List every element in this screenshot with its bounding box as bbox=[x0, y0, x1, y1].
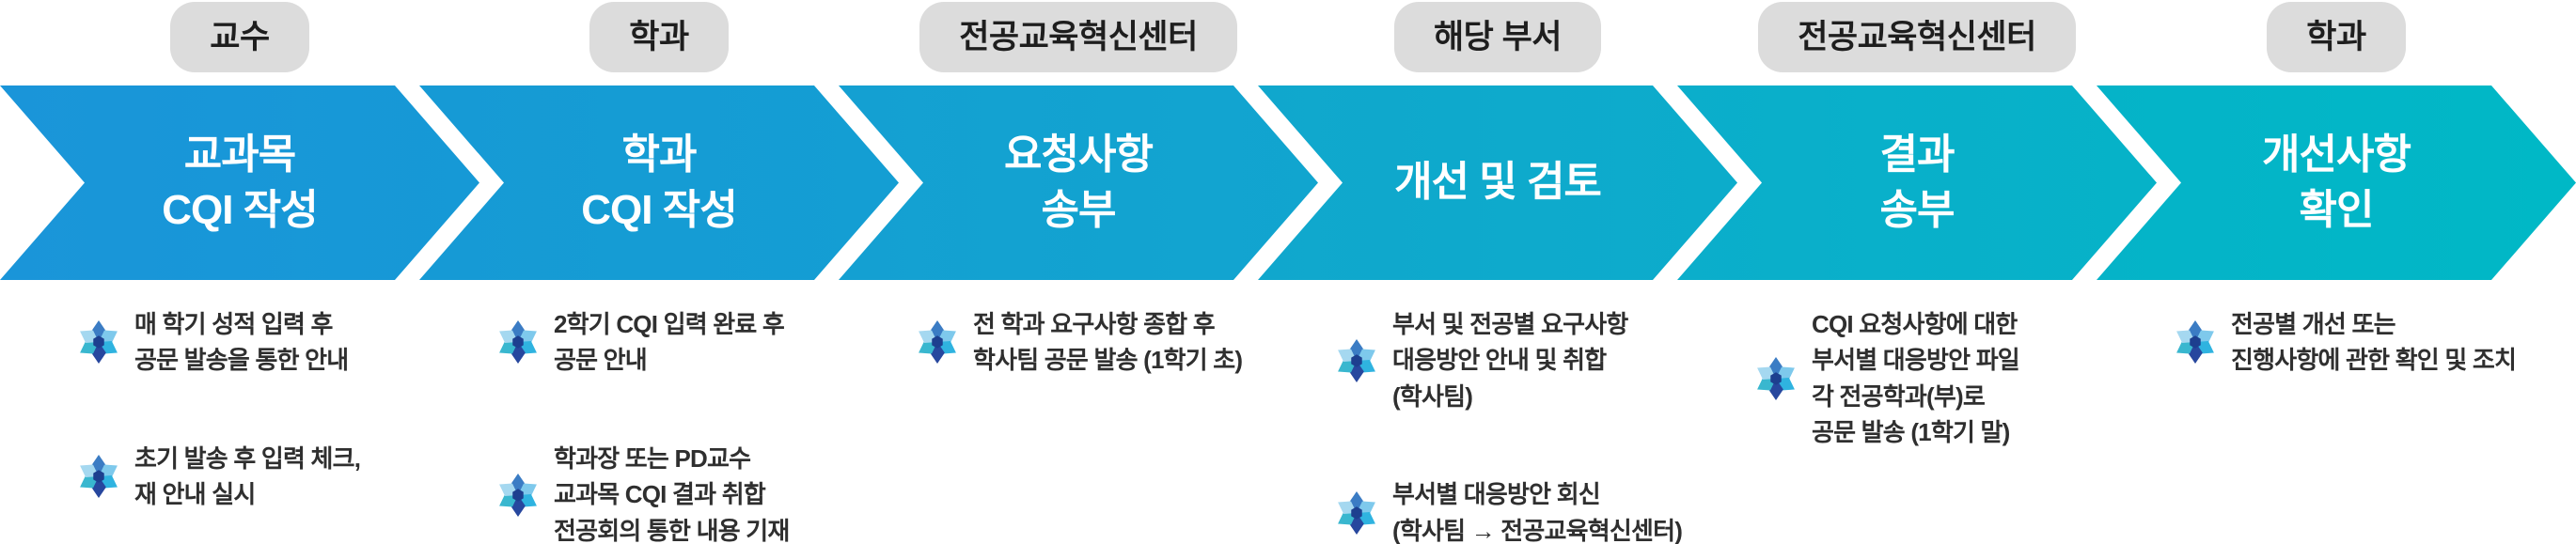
bullet-text: 전 학과 요구사항 종합 후 학사팀 공문 발송 (1학기 초) bbox=[973, 310, 1243, 375]
process-step-4: 해당 부서 개선 및 검토 부서 및 전공별 요구사항 대응방안 안내 및 취합… bbox=[1258, 0, 1737, 544]
process-step-6: 학과 개선사항 확인 전공별 개선 또는 진행사항에 관한 확인 및 조치 bbox=[2097, 0, 2576, 544]
snowflake-icon bbox=[1338, 338, 1375, 382]
snowflake-icon bbox=[80, 320, 118, 365]
bullet-list: 2학기 CQI 입력 완료 후 공문 안내 학과장 또는 PD교수 교과목 CQ… bbox=[498, 306, 912, 544]
process-step-1: 교수 교과목 CQI 작성 매 학기 성적 입력 후 공문 발송을 통한 안내 bbox=[0, 0, 479, 544]
bullet-item: 전공별 개선 또는 진행사항에 관한 확인 및 조치 bbox=[2175, 306, 2576, 379]
bullet-item: 부서 및 전공별 요구사항 대응방안 안내 및 취합 (학사팀) bbox=[1337, 306, 1751, 414]
badge-wrap: 교수 bbox=[0, 2, 479, 72]
actor-badge: 학과 bbox=[589, 2, 729, 72]
chevron-arrow: 학과 CQI 작성 bbox=[419, 85, 899, 280]
step-title: 학과 CQI 작성 bbox=[581, 132, 737, 233]
bullet-item: 초기 발송 후 입력 체크, 재 안내 실시 bbox=[79, 441, 493, 513]
bullet-text: 매 학기 성적 입력 후 공문 발송을 통한 안내 bbox=[134, 310, 349, 375]
actor-badge: 전공교육혁신센터 bbox=[1758, 2, 2076, 72]
bullet-item: 매 학기 성적 입력 후 공문 발송을 통한 안내 bbox=[79, 306, 493, 379]
process-step-3: 전공교육혁신센터 요청사항 송부 전 학과 요구사항 종합 후 학사팀 공문 발… bbox=[839, 0, 1318, 544]
process-step-2: 학과 학과 CQI 작성 2학기 CQI 입력 완료 후 공문 안내 학과장 bbox=[419, 0, 899, 544]
chevron-arrow: 교과목 CQI 작성 bbox=[0, 85, 479, 280]
snowflake-icon bbox=[1757, 356, 1795, 400]
chevron-arrow: 개선사항 확인 bbox=[2097, 85, 2576, 280]
chevron-arrow: 요청사항 송부 bbox=[839, 85, 1318, 280]
badge-wrap: 해당 부서 bbox=[1258, 2, 1737, 72]
bullet-item: CQI 요청사항에 대한 부서별 대응방안 파일 각 전공학과(부)로 공문 발… bbox=[1756, 306, 2170, 451]
snowflake-icon bbox=[499, 320, 537, 365]
bullet-list: CQI 요청사항에 대한 부서별 대응방안 파일 각 전공학과(부)로 공문 발… bbox=[1756, 306, 2170, 451]
step-title: 결과 송부 bbox=[1879, 132, 1955, 233]
bullet-text: 2학기 CQI 입력 완료 후 공문 안내 bbox=[554, 310, 785, 375]
badge-wrap: 학과 bbox=[419, 2, 899, 72]
process-step-5: 전공교육혁신센터 결과 송부 CQI 요청사항에 대한 부서별 대응방안 파일 … bbox=[1677, 0, 2157, 544]
bullet-list: 매 학기 성적 입력 후 공문 발송을 통한 안내 초기 발송 후 입력 체크,… bbox=[79, 306, 493, 513]
step-title: 개선사항 확인 bbox=[2262, 132, 2411, 233]
bullet-text: 부서 및 전공별 요구사항 대응방안 안내 및 취합 (학사팀) bbox=[1392, 310, 1628, 411]
snowflake-icon bbox=[80, 455, 118, 499]
step-title: 개선 및 검토 bbox=[1394, 159, 1601, 206]
bullet-item: 학과장 또는 PD교수 교과목 CQI 결과 취합 전공회의 통한 내용 기재 bbox=[498, 441, 912, 544]
step-title: 교과목 CQI 작성 bbox=[162, 132, 318, 233]
actor-badge: 학과 bbox=[2267, 2, 2406, 72]
bullet-item: 전 학과 요구사항 종합 후 학사팀 공문 발송 (1학기 초) bbox=[918, 306, 1331, 379]
snowflake-icon bbox=[2176, 320, 2214, 365]
actor-badge: 전공교육혁신센터 bbox=[919, 2, 1237, 72]
chevron-arrow: 개선 및 검토 bbox=[1258, 85, 1737, 280]
actor-badge: 교수 bbox=[170, 2, 309, 72]
step-title: 요청사항 송부 bbox=[1004, 132, 1153, 233]
badge-wrap: 학과 bbox=[2097, 2, 2576, 72]
chevron-arrow: 결과 송부 bbox=[1677, 85, 2157, 280]
bullet-list: 부서 및 전공별 요구사항 대응방안 안내 및 취합 (학사팀) 부서별 대응방… bbox=[1337, 306, 1751, 544]
snowflake-icon bbox=[499, 473, 537, 517]
snowflake-icon bbox=[1338, 490, 1375, 535]
bullet-item: 부서별 대응방안 회신 (학사팀 → 전공교육혁신센터) bbox=[1337, 476, 1751, 544]
bullet-item: 2학기 CQI 입력 완료 후 공문 안내 bbox=[498, 306, 912, 379]
bullet-text: CQI 요청사항에 대한 부서별 대응방안 파일 각 전공학과(부)로 공문 발… bbox=[1812, 310, 2020, 447]
badge-wrap: 전공교육혁신센터 bbox=[1677, 2, 2157, 72]
bullet-list: 전공별 개선 또는 진행사항에 관한 확인 및 조치 bbox=[2175, 306, 2576, 379]
bullet-text: 전공별 개선 또는 진행사항에 관한 확인 및 조치 bbox=[2231, 310, 2517, 375]
bullet-list: 전 학과 요구사항 종합 후 학사팀 공문 발송 (1학기 초) bbox=[918, 306, 1331, 379]
actor-badge: 해당 부서 bbox=[1393, 2, 1602, 72]
bullet-text: 학과장 또는 PD교수 교과목 CQI 결과 취합 전공회의 통한 내용 기재 bbox=[554, 443, 790, 544]
snowflake-icon bbox=[919, 320, 956, 365]
bullet-text: 부서별 대응방안 회신 (학사팀 → 전공교육혁신센터) bbox=[1392, 480, 1683, 544]
badge-wrap: 전공교육혁신센터 bbox=[839, 2, 1318, 72]
bullet-text: 초기 발송 후 입력 체크, 재 안내 실시 bbox=[134, 443, 361, 509]
